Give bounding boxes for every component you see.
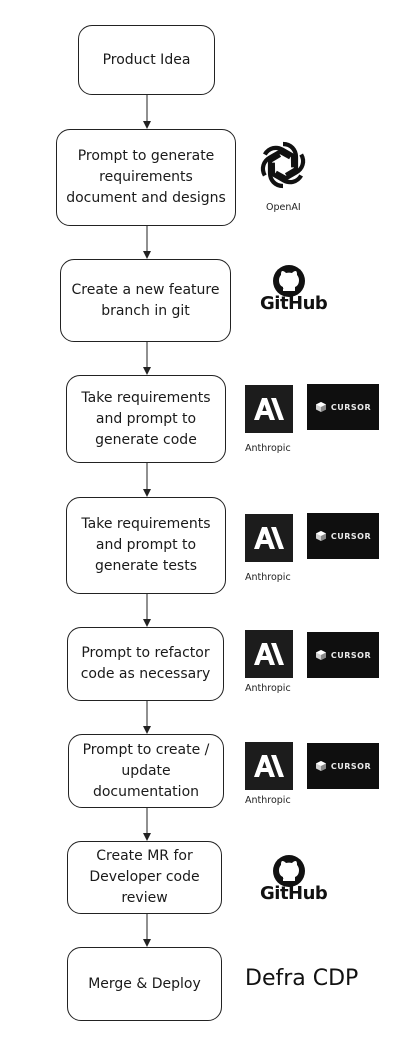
step-create-mr: Create MR for Developer code review bbox=[67, 841, 222, 914]
github-logo-icon bbox=[272, 854, 306, 888]
github-wordmark: GitHub bbox=[260, 293, 328, 314]
step-documentation: Prompt to create / update documentation bbox=[68, 734, 224, 808]
step-refactor-code: Prompt to refactor code as necessary bbox=[67, 627, 224, 701]
cursor-cube-icon bbox=[315, 761, 326, 771]
cursor-cube-icon bbox=[315, 402, 326, 412]
anthropic-logo-icon bbox=[245, 742, 293, 790]
platform-label: Defra CDP bbox=[245, 966, 359, 991]
openai-logo-icon bbox=[256, 138, 310, 192]
cursor-logo-icon: CURSOR bbox=[307, 632, 379, 678]
step-create-branch: Create a new feature branch in git bbox=[60, 259, 231, 342]
cursor-wordmark: CURSOR bbox=[330, 402, 372, 412]
cursor-wordmark: CURSOR bbox=[330, 650, 372, 660]
anthropic-logo-icon bbox=[245, 514, 293, 562]
step-product-idea: Product Idea bbox=[78, 25, 215, 95]
cursor-wordmark: CURSOR bbox=[330, 761, 372, 771]
cursor-cube-icon bbox=[315, 531, 326, 541]
openai-caption: OpenAI bbox=[266, 202, 301, 213]
cursor-logo-icon: CURSOR bbox=[307, 743, 379, 789]
cursor-cube-icon bbox=[315, 650, 326, 660]
anthropic-caption: Anthropic bbox=[245, 572, 291, 583]
step-merge-deploy: Merge & Deploy bbox=[67, 947, 222, 1021]
cursor-logo-icon: CURSOR bbox=[307, 384, 379, 430]
anthropic-caption: Anthropic bbox=[245, 443, 291, 454]
step-generate-code: Take requirements and prompt to generate… bbox=[66, 375, 226, 463]
anthropic-logo-icon bbox=[245, 630, 293, 678]
cursor-wordmark: CURSOR bbox=[330, 531, 372, 541]
step-generate-requirements: Prompt to generate requirements document… bbox=[56, 129, 236, 226]
cursor-logo-icon: CURSOR bbox=[307, 513, 379, 559]
github-logo-icon bbox=[272, 264, 306, 298]
step-generate-tests: Take requirements and prompt to generate… bbox=[66, 497, 226, 594]
github-wordmark: GitHub bbox=[260, 883, 328, 904]
anthropic-caption: Anthropic bbox=[245, 683, 291, 694]
anthropic-caption: Anthropic bbox=[245, 795, 291, 806]
anthropic-logo-icon bbox=[245, 385, 293, 433]
